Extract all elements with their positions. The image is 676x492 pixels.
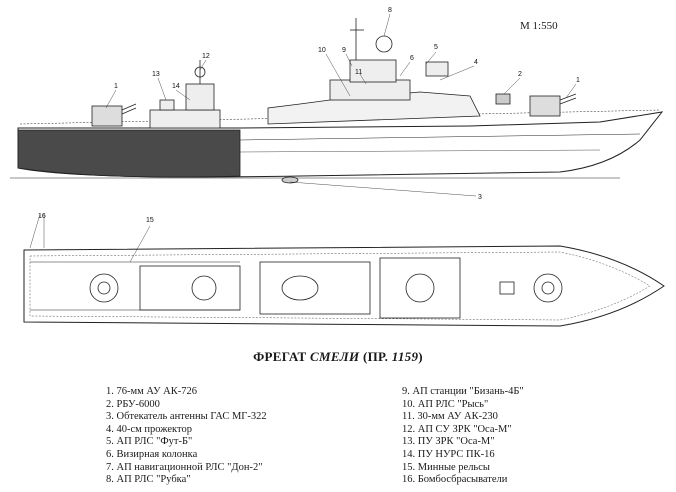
callout-5: 5 (434, 44, 438, 51)
title-project-number: 1159 (391, 349, 419, 364)
plan-view (23, 213, 665, 327)
legend-item: 8. АП РЛС "Рубка" (106, 474, 191, 486)
hull-dark-section (17, 129, 241, 178)
callout-16: 16 (38, 213, 46, 220)
side-view (10, 13, 664, 197)
legend-item: 10. АП РЛС "Рысь" (402, 398, 489, 410)
callout-2: 2 (518, 71, 522, 78)
callout-1-fwd: 1 (576, 77, 580, 84)
aft-mast-block (185, 83, 215, 111)
title-prefix: ФРЕГАТ (253, 349, 307, 364)
callout-8: 8 (388, 7, 392, 14)
legend-left: 1. 76-мм АУ АК-726 2. РБУ-6000 3. Обтека… (106, 386, 267, 487)
legend-item: 1. 76-мм АУ АК-726 (106, 386, 197, 397)
fwd-gun-turret (529, 95, 561, 117)
callout-1-aft: 1 (114, 83, 118, 90)
legend-item: 3. Обтекатель антенны ГАС МГ-322 (106, 411, 267, 423)
legend-item: 11. 30-мм АУ АК-230 (402, 411, 498, 423)
title-project-close: ) (418, 349, 423, 364)
callout-6: 6 (410, 55, 414, 62)
legend-item: 14. ПУ НУРС ПК-16 (402, 448, 495, 460)
callout-3: 3 (478, 194, 482, 201)
callout-9: 9 (342, 47, 346, 54)
legend-item: 2. РБУ-6000 (106, 398, 160, 410)
callout-4: 4 (474, 59, 478, 66)
legend-item: 4. 40-см прожектор (106, 423, 192, 435)
legend-item: 6. Визирная колонка (106, 448, 198, 460)
legend-item: 12. АП СУ ЗРК "Оса-М" (402, 423, 512, 435)
legend-item: 9. АП станции "Бизань-4Б" (402, 386, 524, 397)
legend-right: 9. АП станции "Бизань-4Б" 10. АП РЛС "Ры… (402, 386, 524, 487)
aft-gun-turret (91, 105, 123, 127)
scale-label: М 1:550 (520, 20, 558, 32)
rbu-launcher (495, 93, 511, 105)
title-ship-name: СМЕЛИ (310, 349, 360, 364)
legend-item: 13. ПУ ЗРК "Оса-М" (402, 436, 495, 448)
legend-item: 5. АП РЛС "Фут-Б" (106, 436, 193, 448)
callout-10: 10 (318, 47, 326, 54)
callout-14: 14 (172, 83, 180, 90)
callout-11: 11 (355, 69, 362, 76)
legend-item: 7. АП навигационной РЛС "Дон-2" (106, 461, 263, 473)
callout-13: 13 (152, 71, 160, 78)
legend-item: 15. Минные рельсы (402, 461, 490, 473)
legend-item: 16. Бомбосбрасыватели (402, 474, 508, 486)
callout-15: 15 (146, 217, 154, 224)
callout-12: 12 (202, 53, 210, 60)
title-project-open: (ПР. (363, 349, 389, 364)
ship-drawing: 1 1 2 3 4 5 6 8 9 10 11 12 13 14 15 16 (10, 7, 665, 327)
figure-title: ФРЕГАТ СМЕЛИ (ПР. 1159) (0, 349, 676, 365)
sonar-dome (281, 176, 299, 184)
